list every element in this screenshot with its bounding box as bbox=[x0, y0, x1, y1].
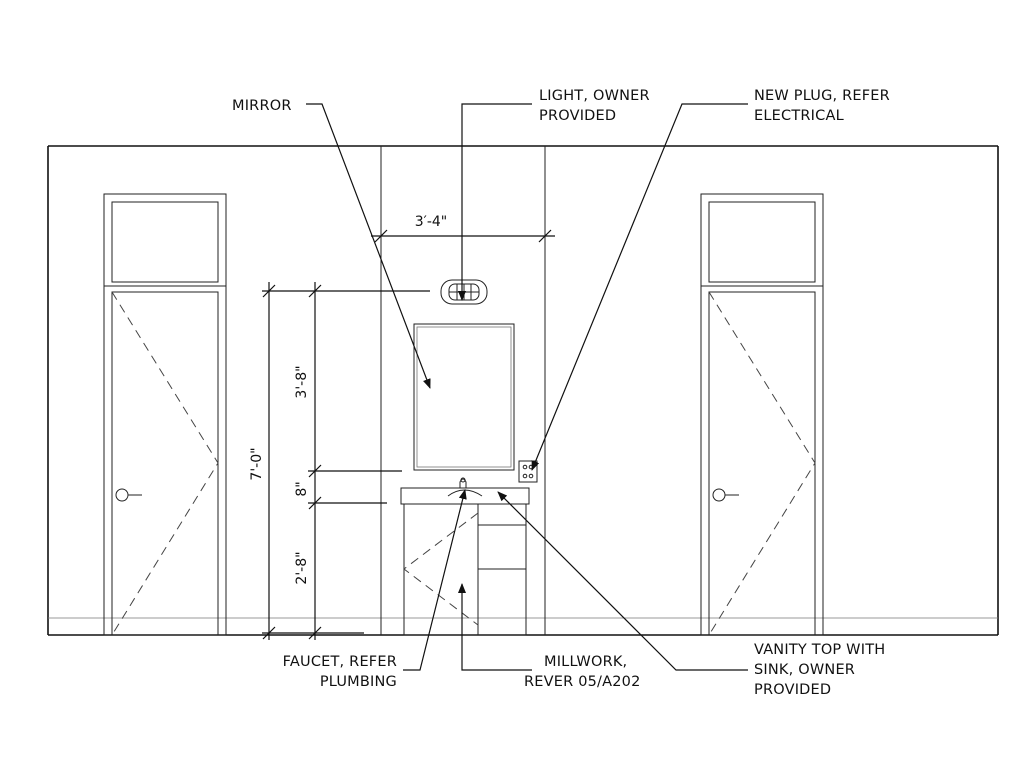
callout-plug-line1: NEW PLUG, REFER bbox=[754, 88, 890, 104]
plug-icon bbox=[518, 460, 538, 483]
left-door bbox=[103, 193, 227, 636]
callout-millwork-line2: REVER 05/A202 bbox=[524, 674, 641, 690]
faucet-icon bbox=[447, 477, 483, 497]
callout-light-line2: PROVIDED bbox=[539, 108, 616, 124]
callout-mirror: MIRROR bbox=[232, 98, 431, 389]
callout-millwork: MILLWORK, REVER 05/A202 bbox=[458, 583, 641, 690]
callout-faucet: FAUCET, REFER PLUMBING bbox=[283, 489, 467, 690]
dimension-mirror-width: 3′-4" bbox=[371, 214, 555, 243]
dim-label-gap-height: 8" bbox=[294, 481, 310, 496]
right-door bbox=[700, 193, 824, 636]
door-handle-icon bbox=[712, 488, 739, 502]
light-fixture-icon bbox=[440, 279, 488, 305]
callout-vanity-top: VANITY TOP WITH SINK, OWNER PROVIDED bbox=[497, 491, 885, 698]
callout-vanity-line1: VANITY TOP WITH bbox=[754, 642, 885, 658]
callout-faucet-line2: PLUMBING bbox=[320, 674, 397, 690]
callout-vanity-line3: PROVIDED bbox=[754, 682, 831, 698]
callout-millwork-line1: MILLWORK, bbox=[544, 654, 627, 670]
callout-vanity-line2: SINK, OWNER bbox=[754, 662, 855, 678]
mirror bbox=[413, 323, 515, 471]
callout-faucet-line1: FAUCET, REFER bbox=[283, 654, 397, 670]
callout-light-line1: LIGHT, OWNER bbox=[539, 88, 650, 104]
door-handle-icon bbox=[115, 488, 142, 502]
callout-mirror-label: MIRROR bbox=[232, 98, 292, 114]
dim-label-total-height: 7'-0" bbox=[249, 447, 265, 480]
callout-plug: NEW PLUG, REFER ELECTRICAL bbox=[531, 88, 890, 471]
callout-light: LIGHT, OWNER PROVIDED bbox=[458, 88, 650, 301]
vanity bbox=[400, 477, 530, 636]
dim-label-vanity-height: 2'-8" bbox=[294, 551, 310, 584]
wall-elevation bbox=[47, 145, 999, 636]
dimension-vertical-chain: 7'-0" 3'-8" 8" 2'-8" bbox=[249, 282, 430, 640]
dim-label-upper-height: 3'-8" bbox=[294, 365, 310, 398]
callout-plug-line2: ELECTRICAL bbox=[754, 108, 844, 124]
dim-label-mirror-width: 3′-4" bbox=[415, 214, 447, 230]
